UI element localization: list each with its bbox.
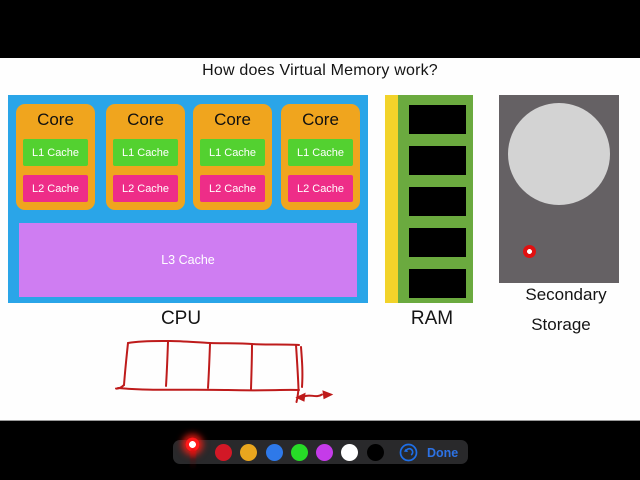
pen-stem: [189, 449, 196, 470]
drive-led-icon: [523, 245, 536, 258]
core-label: Core: [214, 110, 251, 129]
l2-cache: L2 Cache: [23, 175, 88, 202]
ram-chip: [409, 187, 466, 216]
l1-cache: L1 Cache: [23, 139, 88, 166]
core-label: Core: [302, 110, 339, 129]
secondary-storage-drive: [499, 95, 619, 283]
color-swatch-amber[interactable]: [240, 444, 258, 461]
ram-edge-connector: [385, 95, 398, 303]
hand-drawn-table-sketch: [115, 339, 334, 403]
color-swatch-green[interactable]: [290, 444, 308, 461]
l1-cache: L1 Cache: [200, 139, 265, 166]
ram-chip: [409, 105, 466, 134]
cpu-die: Core L1 Cache L2 Cache Core L1 Cache L2 …: [8, 95, 368, 303]
undo-icon[interactable]: [399, 443, 418, 462]
cpu-label: CPU: [160, 308, 202, 329]
ram-chip: [409, 269, 466, 298]
color-swatch-blue[interactable]: [265, 444, 283, 461]
color-swatches: [215, 444, 384, 461]
color-swatch-black[interactable]: [366, 444, 384, 461]
l2-cache: L2 Cache: [113, 175, 178, 202]
pen-tip-glow: [185, 437, 200, 452]
core-label: Core: [127, 110, 164, 129]
done-button[interactable]: Done: [427, 446, 459, 460]
ram-chip: [409, 228, 466, 257]
l1-cache: L1 Cache: [113, 139, 178, 166]
l2-cache: L2 Cache: [200, 175, 265, 202]
cpu-core-4: Core L1 Cache L2 Cache: [281, 104, 360, 210]
l2-cache: L2 Cache: [288, 175, 353, 202]
storage-label-line1: Secondary: [525, 285, 607, 304]
color-swatch-red[interactable]: [215, 444, 232, 461]
storage-label-line2: Storage: [531, 315, 591, 334]
page-title: How does Virtual Memory work?: [202, 62, 438, 79]
ram-label: RAM: [410, 308, 454, 329]
ram-chip: [409, 146, 466, 175]
ram-module: [398, 95, 473, 303]
drawing-canvas[interactable]: How does Virtual Memory work? Core L1 Ca…: [0, 58, 640, 421]
cpu-core-3: Core L1 Cache L2 Cache: [193, 104, 272, 210]
cpu-core-2: Core L1 Cache L2 Cache: [106, 104, 185, 210]
color-swatch-magenta[interactable]: [316, 444, 334, 461]
ram-chips: [409, 105, 466, 310]
l3-cache: L3 Cache: [19, 223, 357, 297]
l1-cache: L1 Cache: [288, 139, 353, 166]
cpu-core-1: Core L1 Cache L2 Cache: [16, 104, 95, 210]
core-label: Core: [37, 110, 74, 129]
color-swatch-white[interactable]: [341, 444, 359, 461]
disk-platter: [508, 103, 610, 205]
marker-pen-tool-icon[interactable]: [184, 436, 201, 472]
